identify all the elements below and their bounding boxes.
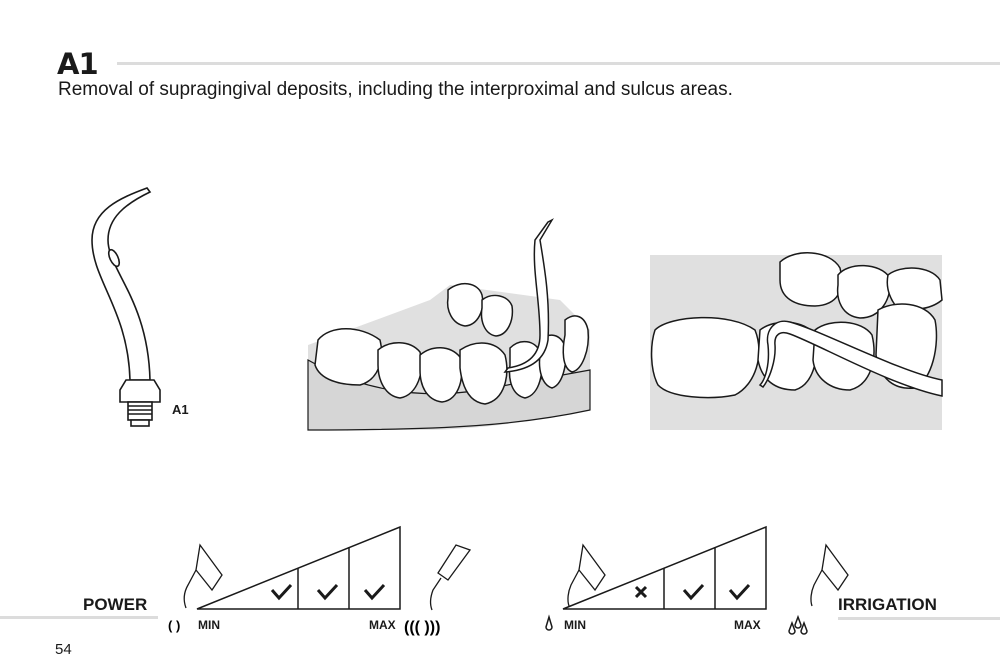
check-icon (682, 583, 705, 601)
drops-icon (788, 614, 808, 635)
irrigation-min-label: MIN (564, 618, 586, 632)
handpiece-icon (183, 543, 472, 611)
drop-icon (545, 614, 553, 631)
power-label: POWER (83, 595, 148, 614)
tip-label: A1 (172, 402, 189, 417)
lower-jaw-illustration (307, 218, 591, 431)
tip-description: Removal of supragingival deposits, inclu… (58, 79, 733, 100)
irrigation-label: IRRIGATION (838, 595, 937, 614)
check-icon (728, 583, 751, 601)
title-divider (117, 62, 1000, 65)
high-vibration-icon: ((( ))) (404, 619, 440, 636)
irrigation-max-label: MAX (734, 618, 761, 632)
power-max-label: MAX (369, 618, 396, 632)
low-vibration-icon: ( ) (168, 618, 180, 633)
check-icon (316, 583, 339, 601)
irrigation-divider (838, 617, 1000, 620)
page-title: A1 (57, 47, 99, 81)
handpiece-icon (567, 543, 849, 607)
cross-icon (634, 585, 648, 599)
check-icon (363, 583, 386, 601)
scaler-tip-illustration (91, 187, 161, 427)
page-number: 54 (55, 641, 72, 658)
power-divider (0, 616, 158, 619)
close-up-illustration (650, 252, 943, 430)
check-icon (270, 583, 293, 601)
power-min-label: MIN (198, 618, 220, 632)
